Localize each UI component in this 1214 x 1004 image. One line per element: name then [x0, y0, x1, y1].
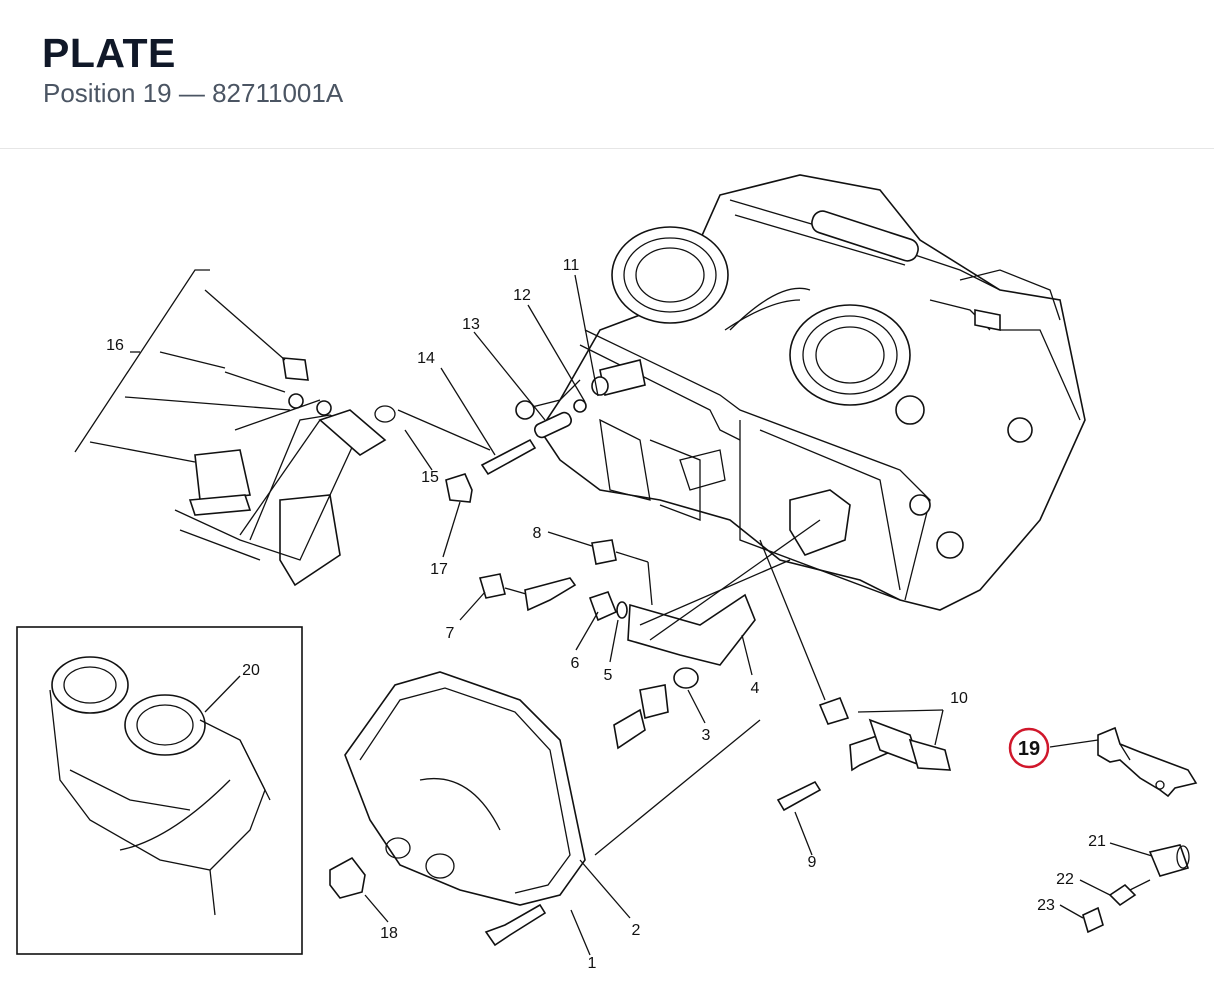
- callout-6: 6: [571, 655, 580, 672]
- callout-1: 1: [588, 955, 597, 972]
- fuel-fitting-parts: [759, 539, 952, 812]
- page-title: PLATE: [42, 30, 176, 76]
- callout-14: 14: [417, 350, 435, 367]
- inset-assembly-view: [16, 626, 303, 955]
- jet-screw-parts: [445, 376, 609, 503]
- float-bowl-assembly: [174, 357, 396, 587]
- highlight-marker-19[interactable]: 19: [1008, 727, 1050, 769]
- highlight-label: 19: [1018, 738, 1040, 760]
- callout-18: 18: [380, 925, 398, 942]
- callout-21: 21: [1088, 833, 1106, 850]
- callout-15: 15: [421, 469, 439, 486]
- callout-11: 11: [563, 257, 580, 274]
- callout-23: 23: [1037, 897, 1055, 914]
- callout-4: 4: [751, 680, 760, 697]
- callout-13: 13: [462, 316, 480, 333]
- callout-10: 10: [950, 690, 968, 707]
- carburetor-body: [515, 174, 1086, 611]
- callout-17: 17: [430, 561, 448, 578]
- callout-8: 8: [533, 525, 542, 542]
- callout-16: 16: [106, 337, 124, 354]
- callout-7: 7: [446, 625, 455, 642]
- callout-22: 22: [1056, 871, 1074, 888]
- callout-5: 5: [604, 667, 613, 684]
- throttle-linkage-parts: [478, 519, 821, 750]
- callout-20: 20: [242, 662, 260, 679]
- callout-3: 3: [702, 727, 711, 744]
- callout-12: 12: [513, 287, 531, 304]
- callout-9: 9: [808, 854, 817, 871]
- part-subtitle: Position 19 — 82711001A: [43, 78, 344, 108]
- page-header: PLATE Position 19 — 82711001A: [0, 0, 1214, 149]
- callout-2: 2: [632, 922, 641, 939]
- plate-part-19[interactable]: [1097, 726, 1198, 798]
- carburetor-cover: [329, 671, 586, 947]
- bolt-nut-parts: [1082, 844, 1190, 934]
